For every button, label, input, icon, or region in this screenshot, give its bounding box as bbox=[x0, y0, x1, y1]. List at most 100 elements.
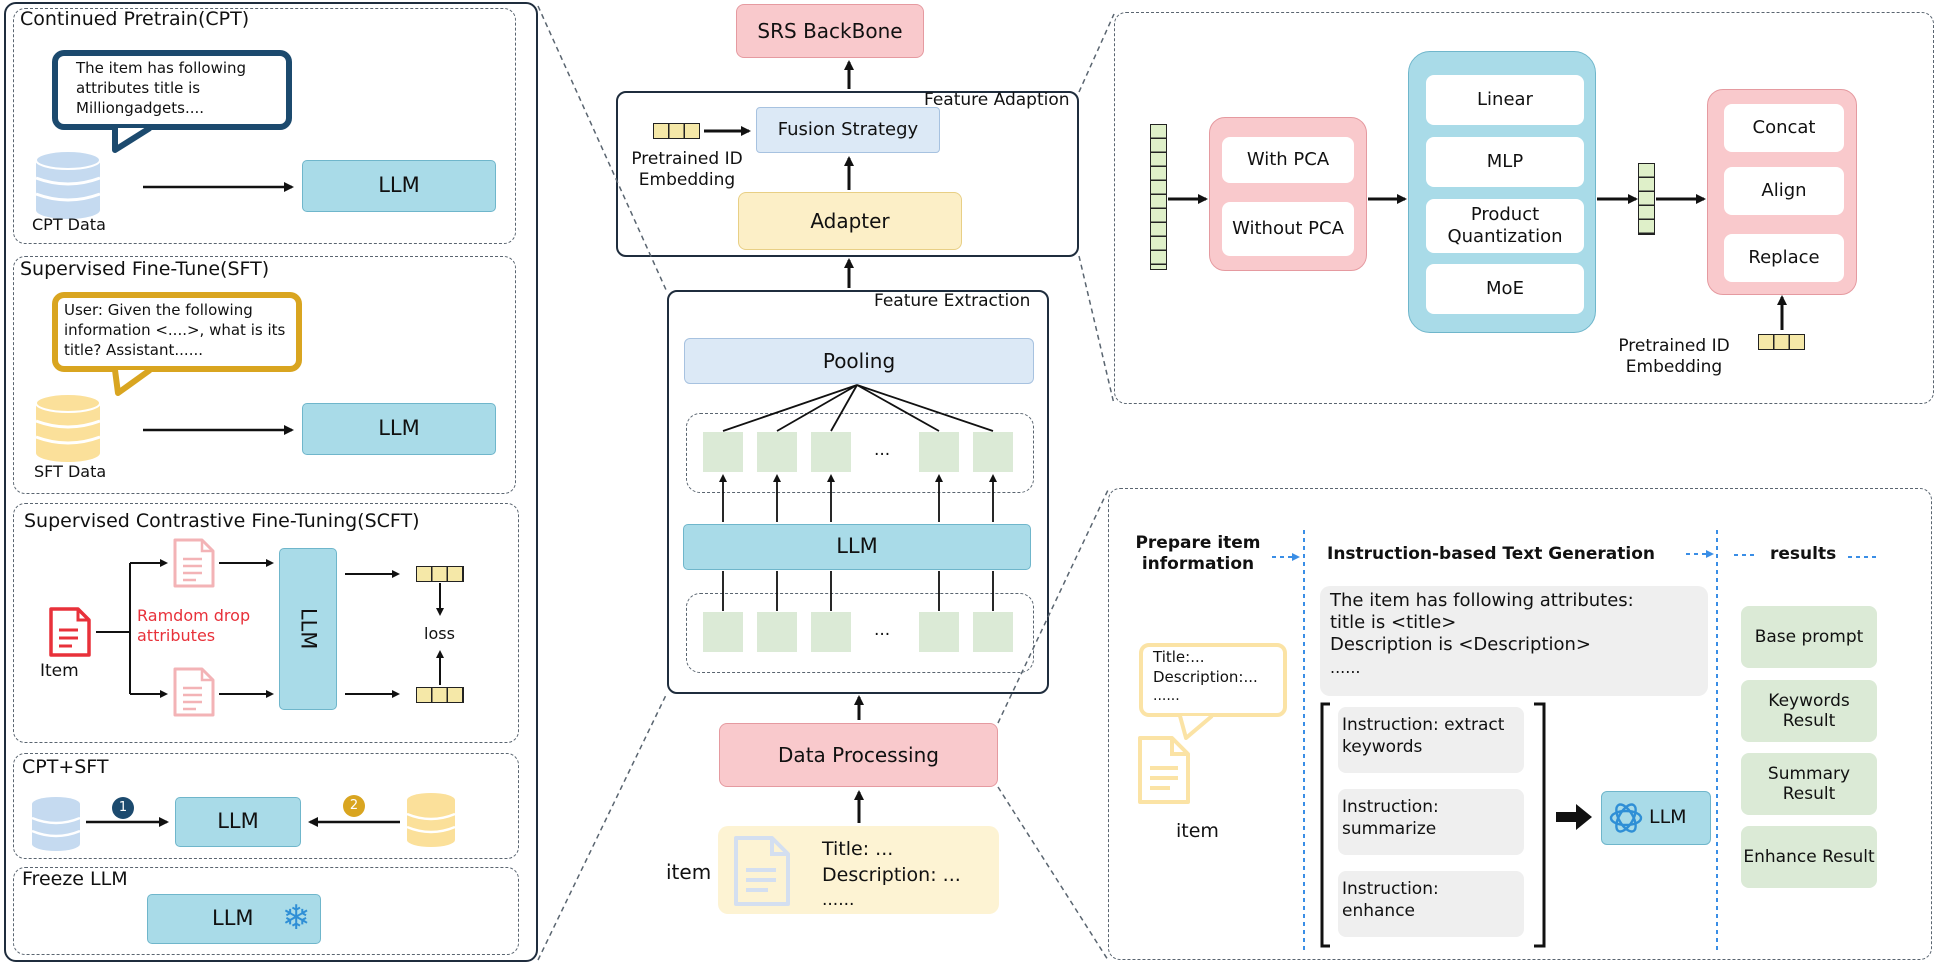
hidden-state bbox=[811, 432, 851, 472]
item-label: item bbox=[666, 860, 712, 884]
input-token bbox=[919, 612, 959, 652]
item-more-field: ...... bbox=[822, 890, 855, 910]
embedding-vector-icon bbox=[416, 687, 464, 703]
mlp-option: MLP bbox=[1426, 137, 1584, 187]
srs-backbone-box: SRS BackBone bbox=[736, 4, 924, 58]
scft-loss-label: loss bbox=[424, 624, 455, 643]
cpt-speech-bubble bbox=[52, 50, 292, 130]
cptsft-title: CPT+SFT bbox=[22, 756, 109, 778]
instruction-text: Instruction: enhance bbox=[1342, 879, 1439, 921]
hidden-state bbox=[757, 432, 797, 472]
instruction-card bbox=[1338, 707, 1524, 773]
template-line: The item has following attributes: bbox=[1330, 590, 1634, 611]
pretrained-id-label: Pretrained ID Embedding bbox=[1618, 336, 1730, 377]
extraction-llm-box: LLM bbox=[683, 524, 1031, 570]
data-processing-box: Data Processing bbox=[719, 723, 998, 787]
bubble-title: Title:... bbox=[1153, 648, 1205, 666]
document-icon bbox=[48, 606, 92, 658]
bubble-more: ...... bbox=[1153, 688, 1180, 704]
instruction-text: Instruction: extract keywords bbox=[1342, 715, 1505, 757]
product-quantization-option: Product Quantization bbox=[1426, 199, 1584, 253]
cpt-data-label: CPT Data bbox=[32, 215, 106, 234]
document-icon bbox=[172, 537, 216, 589]
linear-option: Linear bbox=[1426, 75, 1584, 125]
bubble-description: Description:... bbox=[1153, 668, 1258, 686]
left-panel bbox=[4, 2, 538, 962]
scft-item-label: Item bbox=[40, 661, 79, 681]
feature-extraction-title: Feature Extraction bbox=[874, 291, 1031, 311]
database-icon bbox=[405, 792, 457, 848]
result-box: Base prompt bbox=[1741, 606, 1877, 668]
sft-title: Supervised Fine-Tune(SFT) bbox=[20, 258, 270, 280]
result-box: Enhance Result bbox=[1741, 826, 1877, 888]
embedding-vector-icon bbox=[653, 123, 700, 139]
document-icon bbox=[1136, 734, 1192, 806]
adapter-box: Adapter bbox=[738, 192, 962, 250]
input-token bbox=[973, 612, 1013, 652]
sft-llm-box: LLM bbox=[302, 403, 496, 455]
sft-section bbox=[13, 256, 516, 494]
item-label: item bbox=[1176, 820, 1219, 842]
freeze-section bbox=[13, 867, 519, 955]
document-icon bbox=[732, 834, 792, 908]
with-pca-option: With PCA bbox=[1222, 137, 1354, 183]
scft-drop-label: Ramdom drop attributes bbox=[137, 606, 251, 645]
scft-llm-label: LLM bbox=[296, 608, 321, 650]
results-header: results bbox=[1770, 544, 1837, 564]
sft-data-label: SFT Data bbox=[34, 462, 107, 481]
without-pca-option: Without PCA bbox=[1222, 202, 1354, 256]
instruction-text: Instruction: summarize bbox=[1342, 797, 1439, 839]
cptsft-llm-box: LLM bbox=[175, 797, 301, 847]
cptsft-section bbox=[13, 753, 519, 859]
embedding-vector-icon bbox=[1758, 334, 1805, 350]
align-option: Align bbox=[1724, 167, 1844, 215]
concat-option: Concat bbox=[1724, 104, 1844, 152]
hidden-state bbox=[973, 432, 1013, 472]
scft-llm-box: LLM bbox=[279, 548, 337, 710]
pretrained-id-label: Pretrained ID Embedding bbox=[631, 149, 743, 190]
cpt-section bbox=[13, 8, 516, 244]
cpt-title: Continued Pretrain(CPT) bbox=[20, 8, 250, 30]
instruction-card bbox=[1338, 789, 1524, 855]
pooling-box: Pooling bbox=[684, 338, 1034, 384]
embedding-vector-icon bbox=[1638, 163, 1655, 235]
step-badge: 1 bbox=[112, 797, 134, 819]
moe-option: MoE bbox=[1426, 264, 1584, 314]
result-box: Keywords Result bbox=[1741, 680, 1877, 742]
item-description-field: Description: ... bbox=[822, 864, 961, 886]
scft-section bbox=[13, 503, 519, 743]
instruction-generation-header: Instruction-based Text Generation bbox=[1327, 544, 1655, 564]
scft-title: Supervised Contrastive Fine-Tuning(SCFT) bbox=[24, 510, 420, 532]
gen-llm-label: LLM bbox=[1649, 806, 1687, 828]
replace-option: Replace bbox=[1724, 234, 1844, 282]
result-box: Summary Result bbox=[1741, 753, 1877, 815]
hidden-state bbox=[919, 432, 959, 472]
freeze-llm-box bbox=[147, 894, 321, 944]
sft-speech-bubble bbox=[52, 292, 302, 372]
input-token bbox=[757, 612, 797, 652]
template-line: ...... bbox=[1330, 658, 1361, 677]
hidden-state bbox=[703, 432, 743, 472]
database-icon bbox=[34, 150, 102, 220]
database-icon bbox=[34, 393, 102, 463]
feature-adaption-title: Feature Adaption bbox=[924, 90, 1070, 110]
freeze-llm-label: LLM bbox=[212, 906, 254, 930]
item-info-bubble bbox=[1139, 643, 1287, 717]
template-line: Description is <Description> bbox=[1330, 634, 1592, 655]
item-title-field: Title: ... bbox=[822, 838, 894, 860]
fusion-strategy-box: Fusion Strategy bbox=[756, 107, 940, 153]
step-badge: 2 bbox=[343, 795, 365, 817]
embedding-vector-icon bbox=[416, 566, 464, 582]
openai-icon bbox=[1607, 799, 1645, 837]
freeze-title: Freeze LLM bbox=[22, 868, 128, 890]
prompt-template-card bbox=[1320, 586, 1708, 696]
embedding-vector-icon bbox=[1150, 124, 1167, 270]
snowflake-icon: ❄ bbox=[281, 897, 311, 938]
prepare-item-header: Prepare item information bbox=[1135, 533, 1261, 574]
ellipsis: ... bbox=[874, 440, 891, 460]
sft-bubble-text: User: Given the following information <.… bbox=[64, 301, 286, 359]
database-icon bbox=[30, 796, 82, 852]
document-icon bbox=[172, 666, 216, 718]
instruction-card bbox=[1338, 871, 1524, 937]
input-token bbox=[703, 612, 743, 652]
